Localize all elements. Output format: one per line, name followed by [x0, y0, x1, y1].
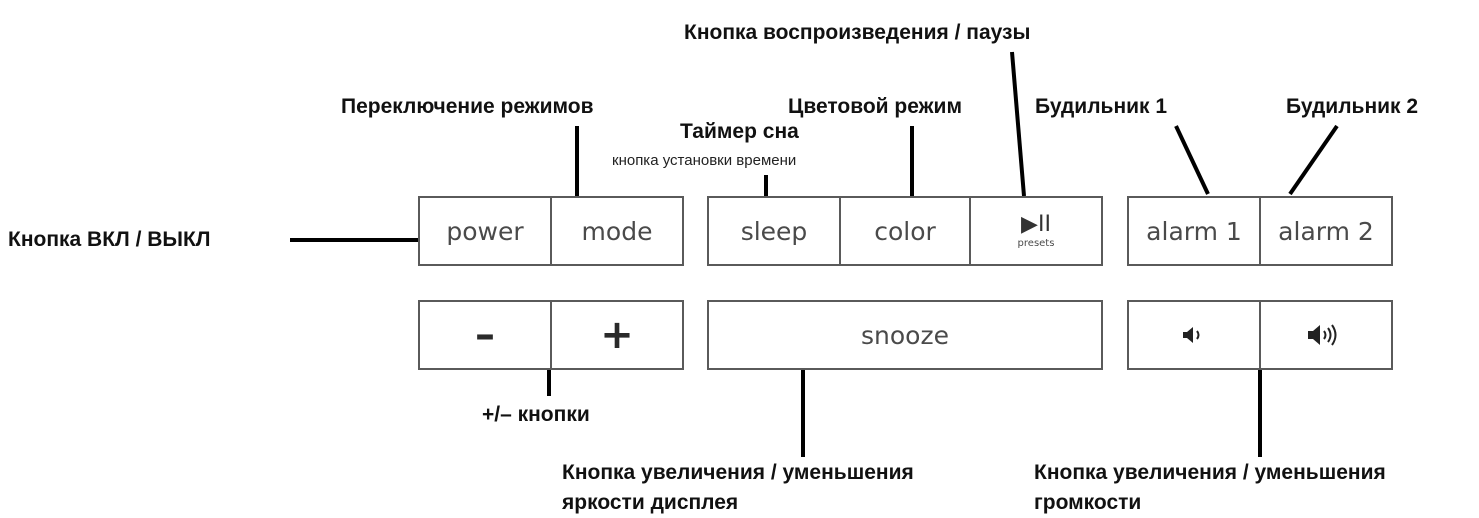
label-plus-minus: +/– кнопки	[482, 403, 590, 426]
label-sleep-timer: Таймер сна	[680, 120, 799, 143]
volume-up-button[interactable]	[1259, 300, 1393, 370]
minus-icon: –	[475, 312, 495, 358]
minus-button[interactable]: –	[418, 300, 552, 370]
sleep-button-label: sleep	[740, 216, 808, 246]
mode-button-label: mode	[581, 216, 653, 246]
label-volume-line1: Кнопка увеличения / уменьшения	[1034, 461, 1386, 484]
volume-down-button[interactable]	[1127, 300, 1261, 370]
label-color-mode: Цветовой режим	[788, 95, 962, 118]
plus-icon: +	[600, 312, 634, 358]
color-button[interactable]: color	[839, 196, 971, 266]
power-button[interactable]: power	[418, 196, 552, 266]
snooze-button[interactable]: snooze	[707, 300, 1103, 370]
snooze-button-label: snooze	[861, 320, 949, 350]
label-alarm1: Будильник 1	[1035, 95, 1168, 118]
leader-alarm1	[1174, 125, 1210, 195]
label-brightness-line2: яркости дисплея	[562, 491, 739, 514]
presets-label: presets	[1017, 237, 1055, 249]
plus-button[interactable]: +	[550, 300, 684, 370]
play-pause-button[interactable]: ▶II presets	[969, 196, 1103, 266]
label-power-onoff: Кнопка ВКЛ / ВЫКЛ	[8, 228, 211, 251]
leader-alarm2	[1288, 124, 1339, 196]
label-mode-switch: Переключение режимов	[341, 95, 594, 118]
speaker-low-icon	[1183, 327, 1200, 343]
alarm1-button-label: alarm 1	[1146, 216, 1242, 246]
sleep-button[interactable]: sleep	[707, 196, 841, 266]
alarm1-button[interactable]: alarm 1	[1127, 196, 1261, 266]
label-alarm2: Будильник 2	[1286, 95, 1419, 118]
alarm2-button-label: alarm 2	[1278, 216, 1374, 246]
leader-play	[1010, 51, 1026, 197]
label-volume-line2: громкости	[1034, 491, 1142, 514]
play-pause-icon: ▶II	[1021, 211, 1051, 237]
color-button-label: color	[874, 216, 936, 246]
power-button-label: power	[446, 216, 524, 246]
label-play-pause: Кнопка воспроизведения / паузы	[684, 21, 1031, 44]
label-brightness-line1: Кнопка увеличения / уменьшения	[562, 461, 914, 484]
alarm2-button[interactable]: alarm 2	[1259, 196, 1393, 266]
speaker-high-icon	[1308, 324, 1337, 346]
label-time-set: кнопка установки времени	[612, 152, 797, 169]
mode-button[interactable]: mode	[550, 196, 684, 266]
